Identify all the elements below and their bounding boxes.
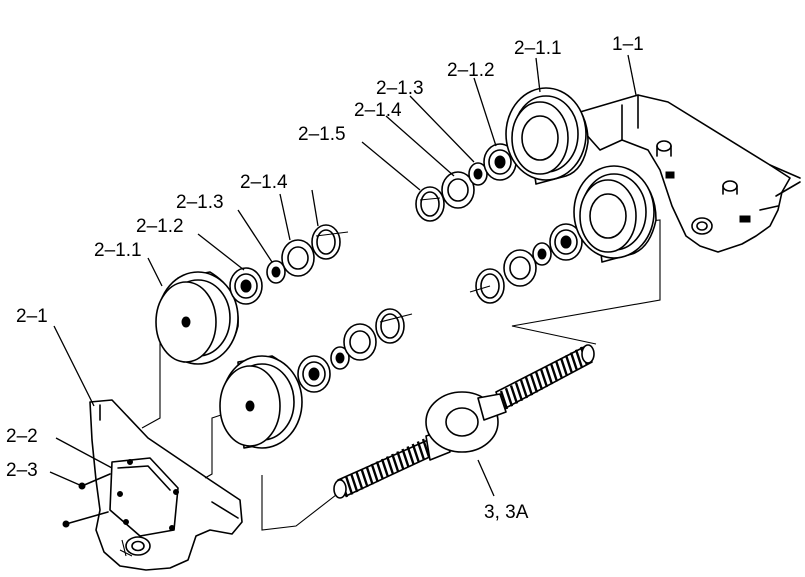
thread-ridge bbox=[350, 473, 359, 493]
right-bracket-1-1 bbox=[579, 94, 801, 253]
lower-left-retaining-ring bbox=[375, 308, 405, 344]
thread-ridge bbox=[549, 363, 559, 382]
thread-ridge bbox=[544, 365, 554, 385]
thread-ridge bbox=[499, 390, 509, 410]
thread-ridge bbox=[529, 374, 539, 393]
thread-ridge bbox=[344, 476, 354, 495]
thread-ridge bbox=[574, 349, 584, 369]
thread-ridge bbox=[416, 441, 426, 460]
leader-lines bbox=[49, 54, 637, 497]
thread-ridge bbox=[411, 443, 420, 463]
upper-left-retaining-ring-2-1-5 bbox=[311, 224, 341, 260]
thread-ridge bbox=[569, 352, 579, 371]
upper-left-pulley-2-1-1 bbox=[155, 271, 239, 365]
upper-left-washer-2-1-4 bbox=[281, 239, 315, 277]
thread-ridge bbox=[564, 354, 574, 374]
upper-right-retaining-ring bbox=[415, 186, 445, 222]
thread-ridge bbox=[401, 448, 410, 468]
thread-ridge bbox=[360, 468, 369, 488]
thread-ridge bbox=[355, 471, 364, 490]
label-2-1: 2–1 bbox=[16, 306, 48, 327]
thread-ridge bbox=[539, 368, 549, 388]
thread-ridge bbox=[524, 376, 534, 396]
label-1-1: 1–1 bbox=[612, 34, 644, 55]
upper-left-bearing-2-1-2 bbox=[229, 267, 263, 305]
lower-right-bearing bbox=[549, 223, 583, 261]
thread-ridge bbox=[559, 357, 569, 377]
left-bracket-2-1 bbox=[62, 399, 243, 571]
part-labels: 1–1 2–1.1 2–1.2 2–1.3 2–1.4 2–1.5 2–1.4 … bbox=[6, 34, 644, 523]
thread-ridge bbox=[554, 360, 564, 380]
thread-ridge bbox=[514, 382, 524, 402]
thread-ridge bbox=[504, 387, 514, 407]
label-2-1-3-top: 2–1.3 bbox=[376, 78, 424, 99]
label-2-1-5: 2–1.5 bbox=[298, 124, 346, 145]
thread-ridge bbox=[370, 463, 379, 483]
thread-ridge bbox=[380, 458, 390, 478]
label-2-1-1-top: 2–1.1 bbox=[514, 38, 562, 59]
label-2-1-4-left: 2–1.4 bbox=[240, 172, 288, 193]
lower-left-bearing bbox=[297, 355, 331, 393]
lower-left-pulley bbox=[219, 355, 303, 449]
label-3-3a: 3, 3A bbox=[484, 502, 529, 523]
lower-right-retaining-ring bbox=[475, 268, 505, 304]
upper-right-pulley bbox=[505, 87, 589, 185]
label-2-1-2-top: 2–1.2 bbox=[447, 60, 495, 81]
lower-right-washer bbox=[503, 249, 537, 287]
thread-ridge bbox=[519, 379, 529, 399]
lower-left-washer bbox=[343, 323, 377, 361]
thread-ridge bbox=[385, 456, 395, 475]
label-2-3: 2–3 bbox=[6, 460, 38, 481]
thread-ridge bbox=[421, 438, 431, 458]
upper-right-washer bbox=[441, 171, 475, 209]
lower-right-spacer bbox=[532, 242, 552, 266]
upper-left-spacer-2-1-3 bbox=[266, 260, 286, 284]
upper-right-bearing bbox=[483, 143, 517, 181]
thread-ridge bbox=[396, 451, 405, 470]
upper-right-spacer bbox=[468, 162, 488, 186]
label-2-2: 2–2 bbox=[6, 426, 38, 447]
thread-ridge bbox=[534, 371, 544, 391]
thread-ridge bbox=[365, 466, 374, 485]
lower-left-spacer bbox=[330, 346, 350, 370]
thread-ridge bbox=[509, 385, 519, 404]
lower-right-pulley bbox=[573, 165, 657, 263]
threaded-shaft-3-3a bbox=[333, 344, 595, 499]
label-2-1-2-left: 2–1.2 bbox=[136, 216, 184, 237]
label-2-1-1-left: 2–1.1 bbox=[94, 240, 142, 261]
thread-ridge bbox=[406, 446, 415, 465]
label-2-1-4-top: 2–1.4 bbox=[354, 100, 402, 121]
thread-ridge bbox=[391, 453, 400, 473]
thread-ridge bbox=[375, 461, 385, 480]
label-2-1-3-left: 2–1.3 bbox=[176, 192, 224, 213]
